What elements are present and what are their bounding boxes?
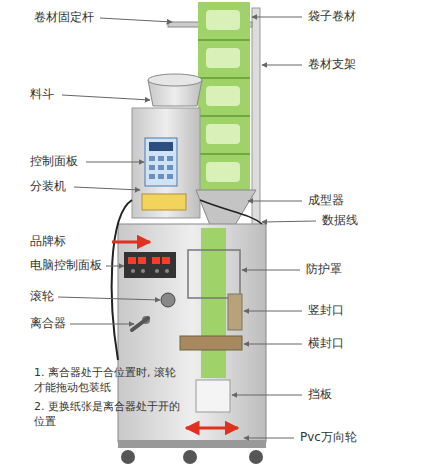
part-label: 料斗 — [30, 87, 54, 101]
part-label: 品牌标 — [30, 234, 66, 248]
part-label: 挡板 — [308, 387, 332, 401]
part-label: 卷材固定杆 — [34, 10, 94, 24]
part-label: 防护罩 — [306, 262, 342, 276]
part-label: 电脑控制面板 — [30, 258, 102, 272]
part-label: 竖封口 — [308, 303, 344, 317]
part-label: 数据线 — [322, 213, 358, 227]
part-label: 分装机 — [30, 179, 66, 193]
part-label: 控制面板 — [30, 154, 78, 168]
part-label: 滚轮 — [30, 289, 54, 303]
part-label: Pvc万向轮 — [300, 430, 357, 444]
part-label: 离合器 — [30, 316, 66, 330]
part-label: 横封口 — [308, 336, 344, 350]
note-text: 1. 离合器处于合位置时, 滚轮才能拖动包装纸 — [34, 366, 186, 396]
note-text: 2. 更换纸张是离合器处于开的位置 — [34, 400, 186, 430]
part-label: 成型器 — [308, 193, 344, 207]
part-label: 卷材支架 — [308, 57, 356, 71]
part-label: 袋子卷材 — [308, 9, 356, 23]
